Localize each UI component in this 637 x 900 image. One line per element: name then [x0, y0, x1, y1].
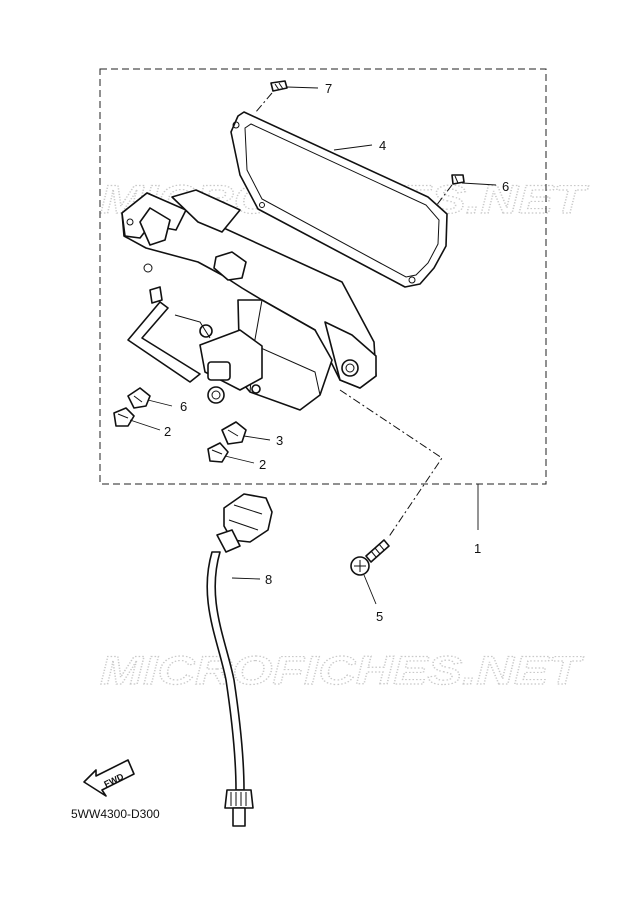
screw-6-right	[451, 174, 465, 185]
callout-1: 1	[474, 541, 481, 556]
mounting-bolt-7	[350, 539, 390, 576]
meter-bezel	[230, 111, 448, 288]
fwd-arrow-icon: FWD	[83, 759, 135, 797]
callout-8: 8	[265, 572, 272, 587]
callout-4: 6	[180, 399, 187, 414]
bulb-socket-2-left	[113, 407, 135, 427]
watermark-lower: MICROFICHES.NET	[100, 649, 585, 693]
callout-3: 3	[276, 433, 283, 448]
callout-6-top: 7	[325, 81, 332, 96]
callout-2-right: 2	[259, 457, 266, 472]
bulb-4	[127, 387, 151, 409]
callout-7: 5	[376, 609, 383, 624]
bulb-socket-2-right	[207, 442, 229, 463]
bulb-3	[221, 421, 247, 445]
assembly-boundary	[99, 68, 547, 485]
callout-2-left: 2	[164, 424, 171, 439]
bolt-alignment-line	[339, 389, 443, 539]
speedometer-cable-8	[206, 493, 273, 827]
diagram-code: 5WW4300-D300	[71, 807, 160, 821]
screw-6-top	[270, 80, 288, 92]
callout-6-right: 6	[502, 179, 509, 194]
callout-5: 4	[379, 138, 386, 153]
meter-assembly	[121, 189, 377, 411]
